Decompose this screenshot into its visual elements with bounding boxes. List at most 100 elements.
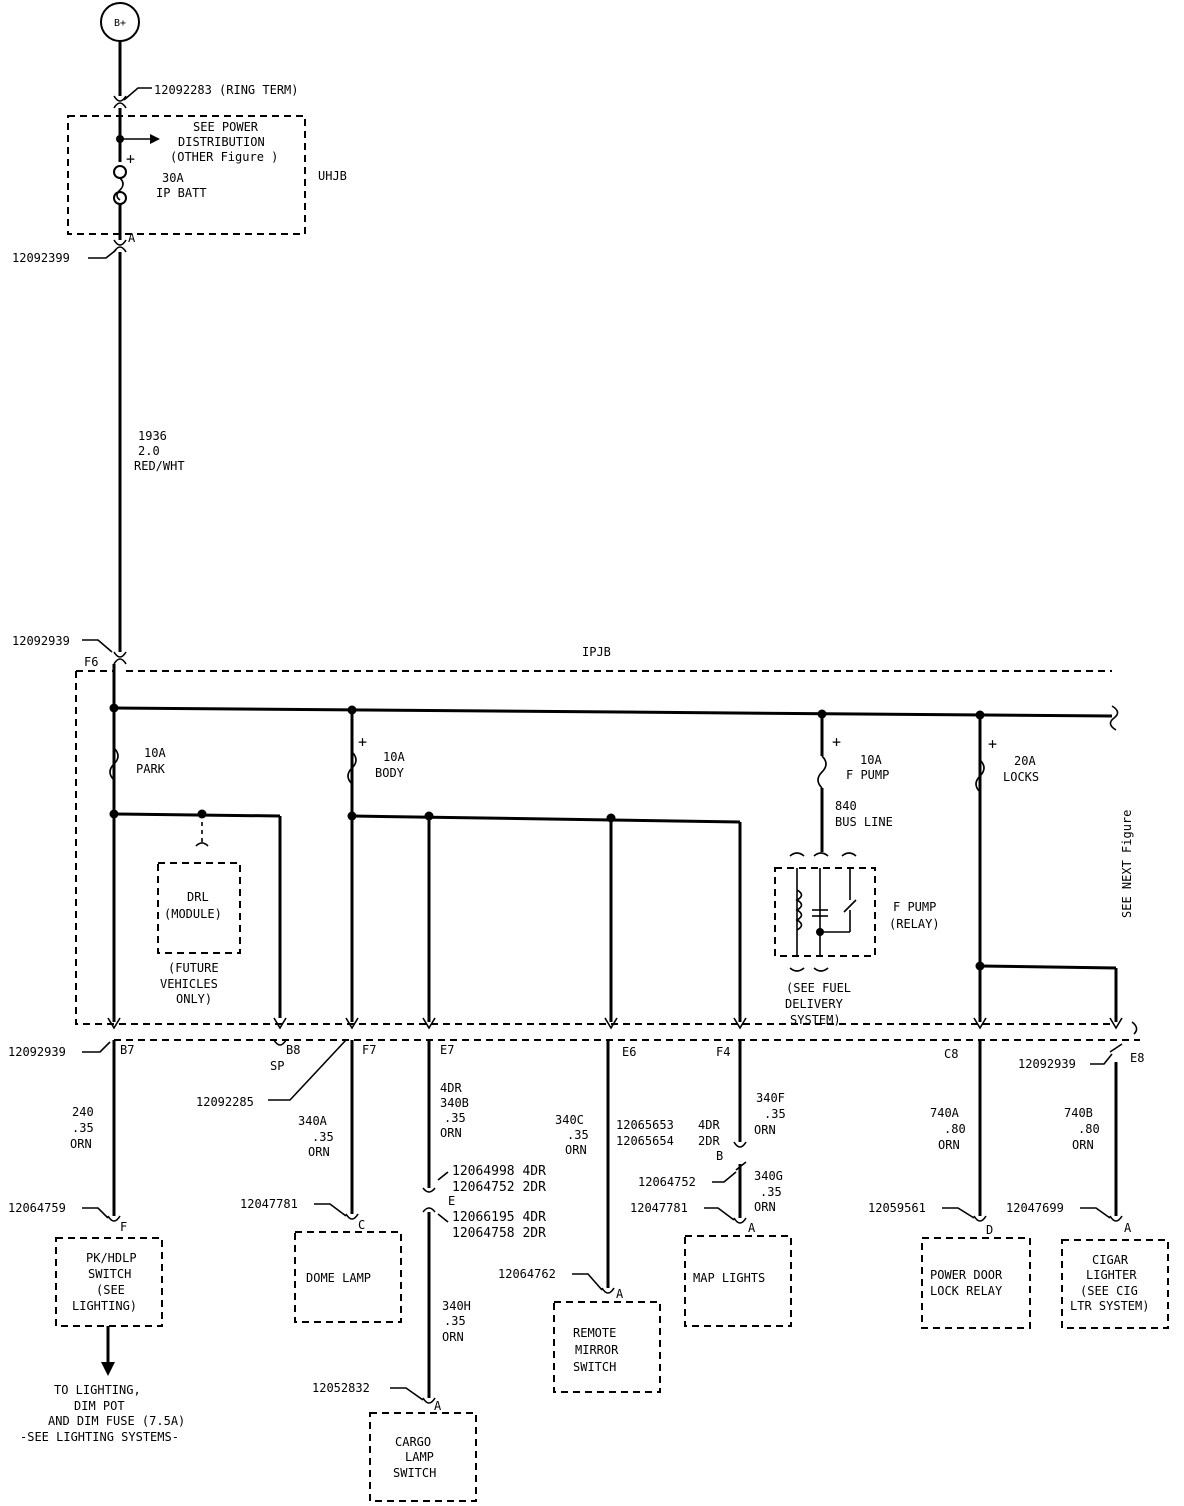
mirror-wire-circuit: 340C <box>555 1113 584 1127</box>
pin-e6: E6 <box>622 1045 636 1059</box>
pk-hdlp-3: (SEE <box>96 1283 125 1297</box>
dome-wire-circuit: 340A <box>298 1114 328 1128</box>
fuse-ip-batt-name: IP BATT <box>156 186 207 200</box>
park-wire-gauge: .35 <box>72 1121 94 1135</box>
map-wire-circuit: 340F <box>756 1091 785 1105</box>
park-wire-circuit: 240 <box>72 1105 94 1119</box>
map-wire2-circuit: 340G <box>754 1169 783 1183</box>
pk-hdlp-1: PK/HDLP <box>86 1251 137 1265</box>
cargo-c2: 12064752 2DR <box>452 1180 546 1195</box>
dome-lamp-box <box>294 1231 402 1323</box>
pk-hdlp-4: LIGHTING) <box>72 1299 137 1313</box>
lock-wire-circuit: 740A <box>930 1106 960 1120</box>
mirror-wire-color: ORN <box>565 1143 587 1157</box>
map-c1: 12065653 <box>616 1118 674 1132</box>
mirror-pin: A <box>616 1287 624 1301</box>
svg-text:+: + <box>358 733 367 751</box>
see-power-3: (OTHER Figure ) <box>170 150 278 164</box>
cargo-c1: 12064998 4DR <box>452 1164 546 1179</box>
park-wire-color: ORN <box>70 1137 92 1151</box>
cigar-box-2: LIGHTER <box>1086 1268 1137 1282</box>
map-c2: 12065654 <box>616 1134 674 1148</box>
mirror-box-1: REMOTE <box>573 1326 616 1340</box>
map-wire2-color: ORN <box>754 1200 776 1214</box>
lock-wire-color: ORN <box>938 1138 960 1152</box>
to-lighting-3: AND DIM FUSE (7.5A) <box>48 1414 185 1428</box>
ipjb-label: IPJB <box>582 645 611 659</box>
fuse-park-amp: 10A <box>144 746 166 760</box>
map-lights-box <box>684 1235 792 1327</box>
lock-box-2: LOCK RELAY <box>930 1284 1003 1298</box>
cargo-box-1: CARGO <box>395 1435 431 1449</box>
cargo-pin: A <box>434 1399 442 1413</box>
cargo-lamp-switch-box <box>369 1412 477 1502</box>
conn-12092399-label: 12092399 <box>12 251 70 265</box>
cargo-wire2-color: ORN <box>442 1330 464 1344</box>
fuse-fpump-name: F PUMP <box>846 768 889 782</box>
cargo-w2: 340B <box>440 1096 469 1110</box>
sp-label: SP <box>270 1059 284 1073</box>
bus-line-num: 840 <box>835 799 857 813</box>
ring-term-label: 12092283 (RING TERM) <box>154 83 299 97</box>
see-next-figure: SEE NEXT Figure <box>1120 810 1134 918</box>
mirror-box-2: MIRROR <box>575 1343 619 1357</box>
battery-label: B+ <box>114 18 126 29</box>
ipjb-box <box>75 670 1112 1025</box>
mirror-box-3: SWITCH <box>573 1360 616 1374</box>
fuel-3: SYSTEM) <box>790 1013 841 1027</box>
cargo-pin-e: E <box>448 1194 455 1208</box>
bus-line-label: BUS LINE <box>835 815 893 829</box>
fuse-ip-batt <box>113 165 127 205</box>
bottom-conn-right: 12092939 <box>1018 1057 1076 1071</box>
map-conn-mid: 12064752 <box>638 1175 696 1189</box>
fuel-2: DELIVERY <box>785 997 844 1011</box>
relay-label-1: F PUMP <box>893 900 936 914</box>
cargo-box-2: LAMP <box>405 1450 434 1464</box>
ipjb-top-conn: 12092939 <box>12 634 70 648</box>
svg-text:+: + <box>832 733 841 751</box>
cargo-c3: 12066195 4DR <box>452 1210 546 1225</box>
map-conn: 12047781 <box>630 1201 688 1215</box>
cigar-box-1: CIGAR <box>1092 1253 1129 1267</box>
cigar-wire-gauge: .80 <box>1078 1122 1100 1136</box>
future-1: (FUTURE <box>168 961 219 975</box>
fuel-1: (SEE FUEL <box>786 981 851 995</box>
cigar-wire-color: ORN <box>1072 1138 1094 1152</box>
drl-label: DRL <box>187 890 209 904</box>
cargo-w4: ORN <box>440 1126 462 1140</box>
main-wire-gauge: 2.0 <box>138 444 160 458</box>
ipjb-bottom-terminals <box>107 1017 1138 1035</box>
dome-pin: C <box>358 1218 365 1232</box>
relay-label-2: (RELAY) <box>889 917 940 931</box>
future-3: ONLY) <box>176 992 212 1006</box>
pin-e7: E7 <box>440 1043 454 1057</box>
park-pin: F <box>120 1220 127 1234</box>
mirror-conn: 12064762 <box>498 1267 556 1281</box>
to-lighting-2: DIM POT <box>74 1399 125 1413</box>
svg-text:+: + <box>988 735 997 753</box>
dome-wire-gauge: .35 <box>312 1130 334 1144</box>
map-wire2-gauge: .35 <box>760 1185 782 1199</box>
cargo-wire2-circuit: 340H <box>442 1299 471 1313</box>
to-lighting-4: -SEE LIGHTING SYSTEMS- <box>20 1430 179 1444</box>
splice-12092285: 12092285 <box>196 1095 254 1109</box>
map-pin: A <box>748 1221 756 1235</box>
cigar-box-4: LTR SYSTEM) <box>1070 1299 1149 1313</box>
dome-conn: 12047781 <box>240 1197 298 1211</box>
see-power-1: SEE POWER <box>193 120 259 134</box>
cargo-c4: 12064758 2DR <box>452 1226 546 1241</box>
map-pin-b: B <box>716 1149 723 1163</box>
main-wire-circuit: 1936 <box>138 429 167 443</box>
uhjb-label: UHJB <box>318 169 347 183</box>
conn-a-label: A <box>128 231 136 245</box>
fuse-locks-name: LOCKS <box>1003 770 1039 784</box>
dome-lamp-label: DOME LAMP <box>306 1271 371 1285</box>
fuse-body-name: BODY <box>375 766 405 780</box>
cigar-wire-circuit: 740B <box>1064 1106 1093 1120</box>
bottom-conn-left: 12092939 <box>8 1045 66 1059</box>
power-door-lock-relay-box <box>921 1237 1031 1329</box>
cargo-conn: 12052832 <box>312 1381 370 1395</box>
map-lights-label: MAP LIGHTS <box>693 1271 765 1285</box>
uhjb-box <box>67 115 306 235</box>
